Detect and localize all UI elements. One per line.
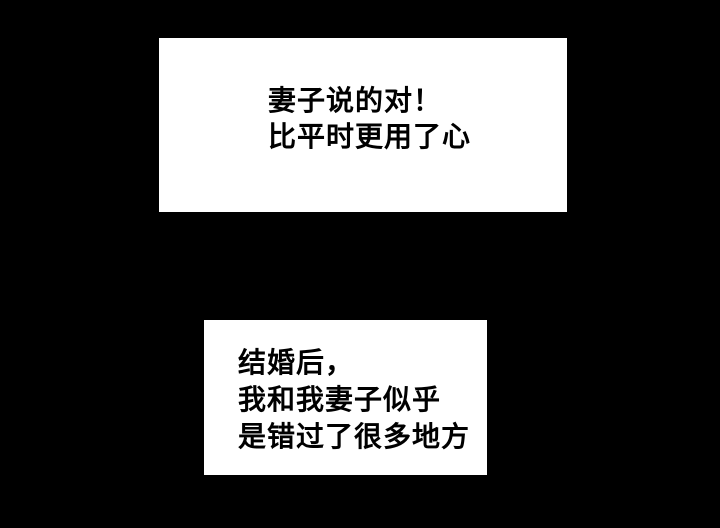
caption-text-bottom: 结婚后， 我和我妻子似乎 是错过了很多地方 — [238, 344, 470, 455]
caption-line: 妻子说的对！ — [268, 84, 443, 117]
caption-line: 结婚后， — [238, 346, 355, 379]
caption-line: 比平时更用了心 — [268, 120, 472, 153]
caption-text-top: 妻子说的对！ 比平时更用了心 — [268, 83, 471, 155]
caption-box-bottom: 结婚后， 我和我妻子似乎 是错过了很多地方 — [204, 320, 487, 475]
caption-box-top: 妻子说的对！ 比平时更用了心 — [159, 38, 567, 212]
caption-line: 是错过了很多地方 — [238, 420, 471, 453]
caption-line: 我和我妻子似乎 — [238, 383, 442, 416]
